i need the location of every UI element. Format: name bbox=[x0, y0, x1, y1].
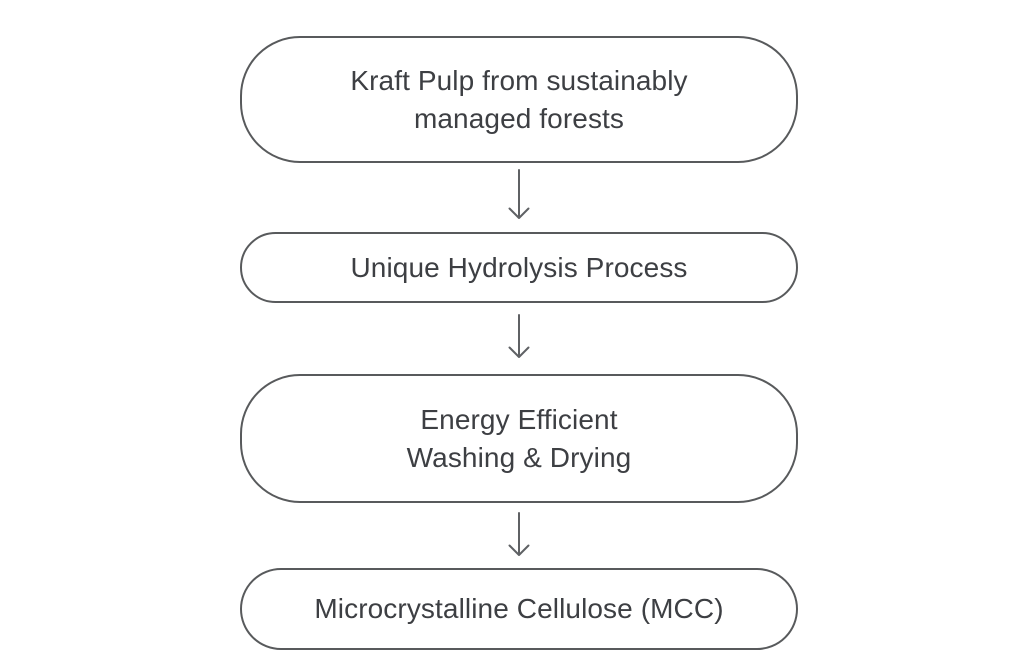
down-arrow-icon bbox=[508, 314, 530, 358]
flowchart-step-label: Energy Efficient Washing & Drying bbox=[406, 403, 632, 473]
flowchart-step-washing-drying: Energy Efficient Washing & Drying bbox=[240, 374, 798, 503]
flowchart-step-mcc: Microcrystalline Cellulose (MCC) bbox=[240, 568, 798, 650]
flowchart-step-hydrolysis: Unique Hydrolysis Process bbox=[240, 232, 798, 303]
flowchart-step-kraft-pulp: Kraft Pulp from sustainably managed fore… bbox=[240, 36, 798, 163]
flowchart-step-label: Microcrystalline Cellulose (MCC) bbox=[314, 593, 724, 624]
down-arrow-stroke bbox=[508, 314, 530, 358]
down-arrow-icon bbox=[508, 169, 530, 219]
flowchart-step-label: Unique Hydrolysis Process bbox=[350, 251, 688, 283]
down-arrow-stroke bbox=[508, 169, 530, 219]
down-arrow-icon bbox=[508, 512, 530, 556]
flowchart-step-label: Kraft Pulp from sustainably managed fore… bbox=[350, 64, 688, 134]
down-arrow-stroke bbox=[508, 512, 530, 556]
